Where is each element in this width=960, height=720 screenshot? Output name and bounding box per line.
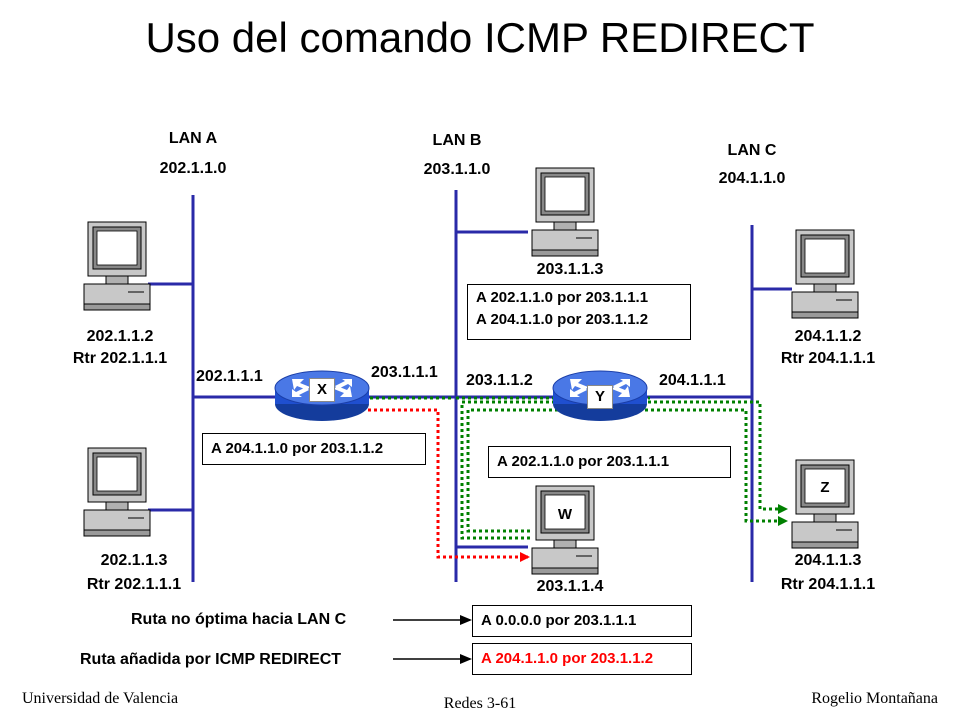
host-b1-computer <box>531 167 599 257</box>
host-a1-computer <box>83 221 151 311</box>
lan-a-net: 202.1.1.0 <box>159 160 227 177</box>
lan-b-name: LAN B <box>432 132 482 149</box>
host-w-label: W <box>552 504 578 526</box>
lan-b-net: 203.1.1.0 <box>423 161 491 178</box>
green-path-redirect <box>466 408 788 533</box>
green-path-via-x <box>460 400 788 540</box>
lan-a-name: LAN A <box>168 130 218 147</box>
host-b1-route-1: A 202.1.1.0 por 203.1.1.1 <box>476 289 649 306</box>
host-z-rtr: Rtr 204.1.1.1 <box>780 576 876 593</box>
router-y-route-table: A 202.1.1.0 por 203.1.1.1 <box>488 446 731 478</box>
router-x-ip-left: 202.1.1.1 <box>196 368 263 385</box>
host-w-computer <box>531 485 599 575</box>
host-a2-ip: 202.1.1.3 <box>100 552 168 569</box>
host-b1-route-table: A 202.1.1.0 por 203.1.1.1 A 204.1.1.0 po… <box>467 284 691 340</box>
host-a2-computer <box>83 447 151 537</box>
router-y-ip-left: 203.1.1.2 <box>466 372 533 389</box>
host-b1-ip: 203.1.1.3 <box>536 261 604 278</box>
host-w-ip: 203.1.1.4 <box>536 578 604 595</box>
legend-non-optimal-route-box: A 0.0.0.0 por 203.1.1.1 <box>472 605 692 637</box>
footer-center: Redes 3-61 <box>443 695 517 712</box>
legend-added-route-box: A 204.1.1.0 por 203.1.1.2 <box>472 643 692 675</box>
host-z-ip: 204.1.1.3 <box>794 552 862 569</box>
router-y-route: A 202.1.1.0 por 203.1.1.1 <box>497 453 670 470</box>
host-c1-computer <box>791 229 859 319</box>
host-z-computer <box>791 459 859 549</box>
footer-left: Universidad de Valencia <box>22 690 179 707</box>
router-x-label: X <box>309 378 335 402</box>
router-x-route-table: A 204.1.1.0 por 203.1.1.2 <box>202 433 426 465</box>
host-b1-route-2: A 204.1.1.0 por 203.1.1.2 <box>476 311 649 328</box>
host-c1-ip: 204.1.1.2 <box>794 328 862 345</box>
host-z-label: Z <box>812 477 838 499</box>
host-a1-rtr: Rtr 202.1.1.1 <box>72 350 168 367</box>
router-y-ip-right: 204.1.1.1 <box>659 372 726 389</box>
footer-right: Rogelio Montañana <box>811 690 938 707</box>
router-x-ip-right: 203.1.1.1 <box>371 364 438 381</box>
legend-non-optimal-label: Ruta no óptima hacia LAN C <box>131 611 347 628</box>
lan-c-net: 204.1.1.0 <box>718 170 786 187</box>
page-title: Uso del comando ICMP REDIRECT <box>145 14 815 61</box>
router-x-route: A 204.1.1.0 por 203.1.1.2 <box>211 440 384 457</box>
legend-non-optimal-route: A 0.0.0.0 por 203.1.1.1 <box>481 612 637 629</box>
router-y-label: Y <box>587 385 613 409</box>
lan-c-name: LAN C <box>727 142 777 159</box>
legend-added-label: Ruta añadida por ICMP REDIRECT <box>80 651 342 668</box>
legend-added-route: A 204.1.1.0 por 203.1.1.2 <box>481 650 654 667</box>
host-a1-ip: 202.1.1.2 <box>86 328 154 345</box>
host-a2-rtr: Rtr 202.1.1.1 <box>86 576 182 593</box>
host-c1-rtr: Rtr 204.1.1.1 <box>780 350 876 367</box>
